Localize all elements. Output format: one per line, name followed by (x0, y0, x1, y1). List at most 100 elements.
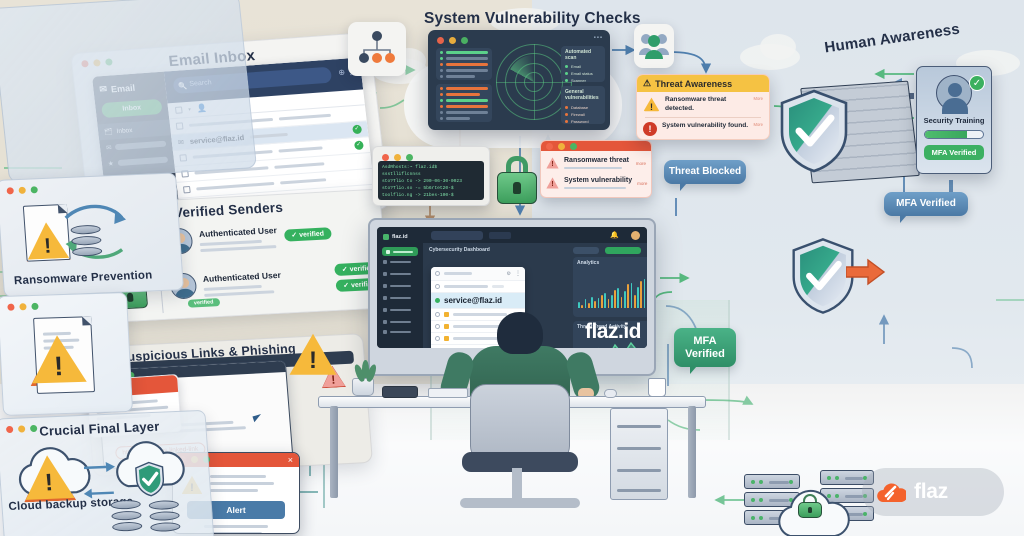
bubble-mfa-verified-right[interactable]: MFA Verified (884, 192, 968, 222)
verified-sender-row[interactable]: Authenticated User ✓ verified (165, 218, 379, 255)
sidebar-item[interactable] (377, 256, 423, 268)
bubble-threat-blocked[interactable]: Threat Blocked (664, 160, 746, 190)
verified-check-icon: ✓ (353, 140, 364, 151)
bubble-mfa-verified-center[interactable]: MFA Verified (674, 328, 736, 375)
keyboard[interactable] (428, 388, 468, 398)
scan-item: Email status (571, 71, 593, 76)
warning-triangle-icon: ! (28, 332, 89, 386)
threat-item-tag[interactable]: More (753, 96, 763, 101)
tab-dashboard[interactable] (431, 230, 483, 240)
sidebar-item[interactable] (377, 292, 423, 304)
verified-sender-row[interactable]: Authenticated User ✓ verified ✓ verified (169, 261, 384, 301)
warning-triangle-icon: ! (546, 177, 559, 189)
sender-name: Authenticated User (202, 269, 282, 284)
sidebar-item-dashboard[interactable] (382, 247, 418, 256)
threat-tag[interactable]: more (635, 160, 646, 166)
mfa-verified-badge[interactable]: MFA Verified (924, 145, 984, 160)
arrow-right-icon (846, 258, 886, 286)
avatar (936, 75, 972, 114)
threat-awareness-card[interactable]: ⚠ Threat Awareness ! Ransomware threat d… (636, 74, 770, 140)
desk-drawers[interactable] (610, 408, 668, 500)
close-icon[interactable]: × (287, 455, 293, 465)
threat-item-tag[interactable]: More (753, 122, 763, 128)
person-head (497, 312, 543, 354)
verified-badge: ✓ verified (283, 227, 332, 242)
globe-icon[interactable]: ⊕ (337, 67, 346, 78)
threat-list-card[interactable]: ! Ransomware threat more ! System vulner… (540, 140, 652, 198)
sidebar-item-settings[interactable] (377, 330, 423, 334)
dashboard-sidebar[interactable]: flaz.id (377, 227, 423, 348)
automated-scan-title: Automated scan (565, 49, 592, 61)
mouse[interactable] (604, 389, 617, 398)
vulnerability-scanner-window[interactable]: ▪▪▪ Automated scan (428, 30, 610, 130)
analytics-bar-chart: Analytics (573, 257, 647, 317)
notification-icon[interactable]: 🔔 (610, 232, 619, 239)
final-layer-panel[interactable]: Crucial Final Layer ! Cloud backup stora… (0, 409, 215, 536)
email-list-row-selected[interactable]: service@flaz.id (431, 293, 525, 309)
vuln-item: Firewall (571, 111, 585, 117)
vuln-item: Password (571, 118, 589, 124)
sidebar-item[interactable] (377, 304, 423, 316)
dashboard-nav[interactable] (377, 256, 423, 328)
secondary-action-button[interactable] (573, 247, 599, 254)
threat-text: Ransomware threat (564, 157, 629, 164)
primary-action-button[interactable] (605, 247, 641, 254)
desk-leg (330, 406, 338, 498)
avatar[interactable] (631, 230, 640, 240)
threat-tag[interactable]: more (637, 180, 648, 186)
final-layer-title: Crucial Final Layer (38, 418, 160, 439)
window-dots (437, 37, 468, 44)
ransomware-result-panel[interactable]: ! (0, 292, 134, 416)
shield-check-icon (135, 461, 165, 497)
warning-triangle-icon: ! (288, 332, 338, 377)
ransomware-prevention-panel[interactable]: ! Ransomware Prevention (0, 172, 185, 298)
radar-display (496, 44, 572, 120)
warning-triangle-icon: ! (643, 97, 660, 112)
scan-item: Scanner (571, 78, 586, 83)
terminal-line: toolflio.ng -> 21bes-100-$ (382, 193, 454, 199)
automated-scan-panel: Automated scan Email Email status Scanne… (561, 46, 605, 83)
terminal-screen[interactable]: AsdRhosts:~ flaz.id$ ssstlliflcnnss sto?… (378, 161, 484, 200)
threat-item-text: System vulnerability found. (662, 122, 749, 130)
threat-awareness-item[interactable]: ! Ransomware threat detected. More (637, 92, 769, 117)
terminal-line: sto?Tlio to -> 290-06-30-0023 (382, 179, 462, 185)
network-node-icon[interactable] (348, 22, 406, 76)
database-icon (70, 224, 103, 264)
sidebar-item[interactable] (377, 316, 423, 328)
person-hand-right (578, 388, 594, 399)
tablet-device[interactable] (382, 386, 418, 398)
cloud-decoration (760, 34, 796, 60)
threat-row[interactable]: ! Ransomware threat more (541, 154, 651, 172)
training-progress-bar (924, 130, 984, 139)
threat-awareness-header: ⚠ Threat Awareness (637, 75, 769, 92)
threat-row[interactable]: ! System vulnerability more (541, 174, 651, 192)
terminal-window[interactable]: AsdRhosts:~ flaz.id$ ssstlliflcnnss sto?… (372, 146, 490, 206)
more-menu-icon[interactable]: ⋮ (515, 271, 521, 277)
threat-awareness-item[interactable]: ! System vulnerability found. More (637, 118, 769, 139)
row-checkbox[interactable] (182, 185, 191, 194)
database-icon (110, 499, 143, 536)
filter-icon[interactable]: ⚙ (506, 270, 511, 277)
vulnerability-title: System Vulnerability Checks (424, 10, 641, 27)
vuln-item: Database (571, 104, 589, 110)
security-training-label: Security Training (923, 116, 985, 125)
threat-awareness-title: Threat Awareness (655, 78, 733, 89)
coffee-mug (648, 378, 666, 397)
sidebar-item[interactable] (377, 280, 423, 292)
shield-check-icon (790, 236, 856, 316)
window-menu-icon[interactable]: ▪▪▪ (593, 35, 603, 41)
dashboard-brand: flaz.id (377, 227, 423, 240)
sidebar-item[interactable] (377, 268, 423, 280)
database-icon (148, 499, 181, 536)
chart-bars (578, 271, 647, 308)
human-awareness-panel (0, 0, 258, 184)
desk-leg (688, 406, 696, 498)
email-list-row[interactable] (431, 281, 525, 293)
dashboard-topbar[interactable]: 🔔 (423, 227, 647, 243)
plant-leaf (362, 360, 369, 378)
threat-trend-chart: Threat Trend Activity (573, 321, 647, 348)
office-chair-base (460, 498, 580, 508)
dashboard-heading: Cybersecurity Dashboard (429, 247, 490, 253)
security-training-badge-card[interactable]: ✓ Security Training MFA Verified (916, 66, 992, 174)
people-group-icon[interactable] (634, 24, 674, 68)
